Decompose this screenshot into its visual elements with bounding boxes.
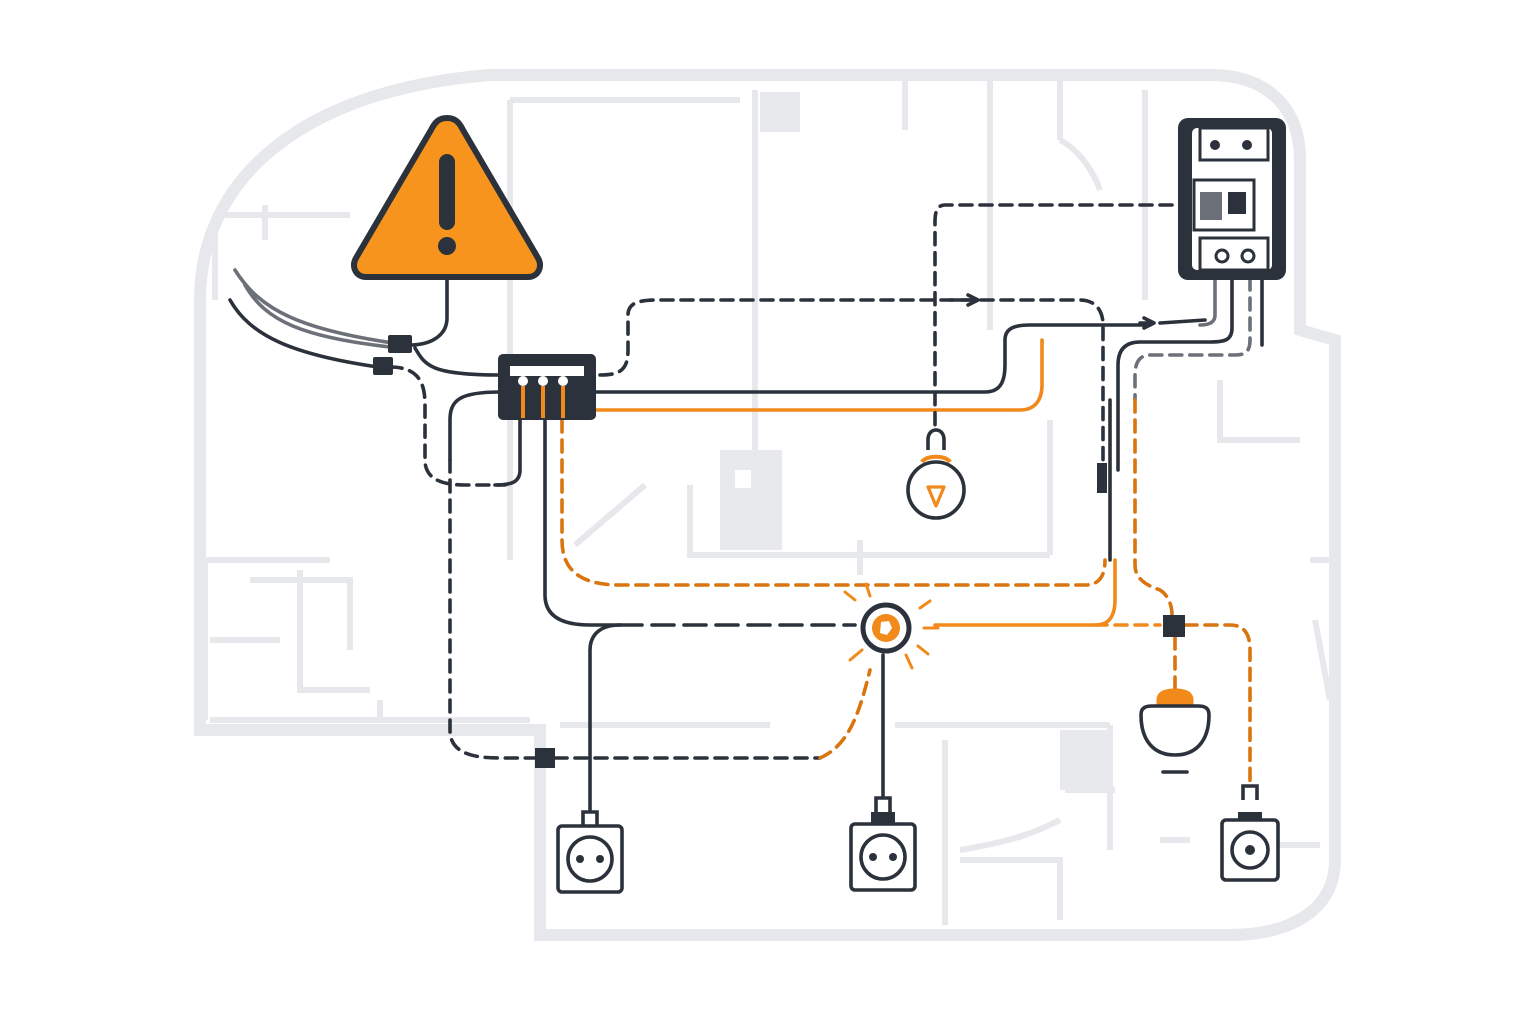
dashed-trunk-left <box>448 458 547 760</box>
power-outlet-icon <box>556 810 624 894</box>
orange-dashed-fault-branch <box>818 668 872 760</box>
main-feed-right <box>593 318 1207 394</box>
dashed-bulb-feed <box>933 203 1174 427</box>
incoming-cable-c <box>228 298 387 370</box>
warning-drop-wire <box>408 276 449 347</box>
short-circuit-spark-icon <box>843 582 940 670</box>
junction-box-icon <box>498 354 596 420</box>
outlet-left-drop <box>588 623 622 814</box>
inline-connector <box>1097 463 1107 493</box>
orange-dashed-arc <box>560 418 1107 587</box>
dark-arc-to-fault <box>543 418 622 627</box>
panel-drop-b <box>1116 276 1234 472</box>
warning-triangle-icon <box>351 115 543 280</box>
floor-plan-outline <box>194 69 1341 941</box>
orange-live-right <box>593 338 1044 412</box>
orange-node-right <box>1183 623 1252 787</box>
panel-drop-c <box>1133 276 1252 402</box>
bulb-icon <box>906 428 966 520</box>
cable-clip-top <box>388 335 412 353</box>
pendant-lamp-icon <box>1139 688 1211 774</box>
floor-plan-step <box>1060 730 1110 790</box>
floor-plan-inner-walls <box>202 80 1335 925</box>
orange-right-run <box>933 558 1117 627</box>
junction-left-feed <box>448 390 502 462</box>
dashed-loop-left <box>388 365 507 487</box>
floor-plan-column <box>720 450 782 550</box>
floor-plan <box>194 69 1341 941</box>
cable-clip-bottom <box>373 357 393 375</box>
incoming-cable-b <box>243 283 402 350</box>
floor-plan-column-notch <box>735 470 751 488</box>
orange-panel-drop <box>1133 398 1174 617</box>
feed-to-junction <box>413 346 502 377</box>
wiring <box>228 203 1264 814</box>
junction-return-loop <box>493 418 522 487</box>
panel-drop-a <box>1198 276 1217 327</box>
wire-node <box>1163 615 1185 637</box>
breaker-panel-icon <box>1178 118 1286 280</box>
single-socket-icon <box>1220 784 1280 882</box>
power-outlet-icon <box>849 796 917 892</box>
arrow-top <box>948 293 980 307</box>
arrow-mid <box>1138 316 1156 330</box>
wire-node-bottom <box>535 748 555 768</box>
floor-plan-closet <box>760 92 800 132</box>
dashed-top-loop <box>598 298 1105 472</box>
